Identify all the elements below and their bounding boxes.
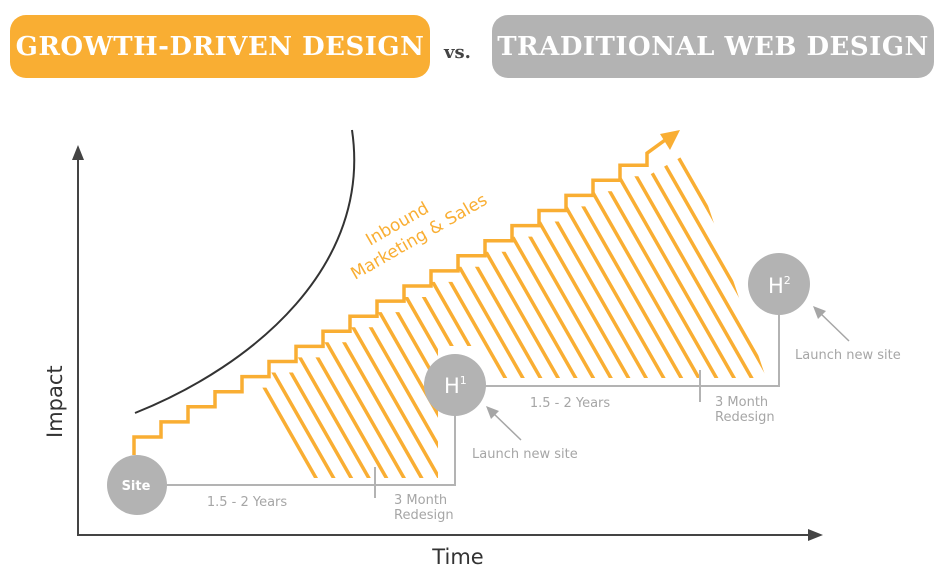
y-axis-arrowhead-icon <box>72 145 84 160</box>
hatch-line <box>151 152 395 478</box>
phase1-launch-label: Launch new site <box>472 447 578 462</box>
phase2-redesign-line1: 3 Month <box>715 395 768 410</box>
x-axis-arrowhead-icon <box>808 529 823 541</box>
h2-node: H2 <box>748 253 810 315</box>
hatch-line <box>591 152 766 478</box>
h1-node: H1 <box>424 354 486 416</box>
launch-arrow-2 <box>817 310 850 342</box>
site-node-label: Site <box>122 479 151 494</box>
timeline-phase1 <box>160 410 456 486</box>
launch-arrow-1 <box>490 410 522 441</box>
phase2-redesign-line2: Redesign <box>715 410 775 425</box>
launch-arrowhead-1-icon <box>486 406 499 419</box>
phase2-launch-label: Launch new site <box>795 348 901 363</box>
phase1-redesign-line1: 3 Month <box>394 493 447 508</box>
phase2-duration: 1.5 - 2 Years <box>530 396 611 411</box>
phase1-duration: 1.5 - 2 Years <box>207 495 288 510</box>
growth-staircase <box>132 133 674 455</box>
h1-node-label: H1 <box>444 374 467 398</box>
hatch-line <box>626 152 766 478</box>
phase1-redesign-line2: Redesign <box>394 508 454 523</box>
hatch-line <box>186 152 430 478</box>
growth-arrowhead-icon <box>660 130 680 150</box>
versus-label: vs. <box>444 42 471 63</box>
growth-driven-design-title: GROWTH-DRIVEN DESIGN <box>10 15 430 78</box>
hatch-line <box>204 152 448 478</box>
timeline-phase2 <box>480 310 780 387</box>
hatch-line <box>221 152 465 478</box>
site-node: Site <box>107 455 167 515</box>
left-title-text: GROWTH-DRIVEN DESIGN <box>15 31 425 62</box>
launch-arrowhead-2-icon <box>813 306 826 319</box>
traditional-curve <box>134 129 356 414</box>
hatch-line <box>134 152 377 478</box>
hatch-line <box>679 152 766 478</box>
traditional-web-design-title: TRADITIONAL WEB DESIGN <box>492 15 934 78</box>
y-axis-label: Impact <box>43 365 67 438</box>
hatch-line <box>134 152 360 478</box>
right-title-text: TRADITIONAL WEB DESIGN <box>497 31 929 62</box>
hatch-line <box>556 152 766 478</box>
h2-node-label: H2 <box>768 274 791 298</box>
hatch-line <box>239 152 483 478</box>
inbound-label: Inbound Marketing & Sales <box>337 171 492 284</box>
x-axis-label: Time <box>431 545 483 569</box>
